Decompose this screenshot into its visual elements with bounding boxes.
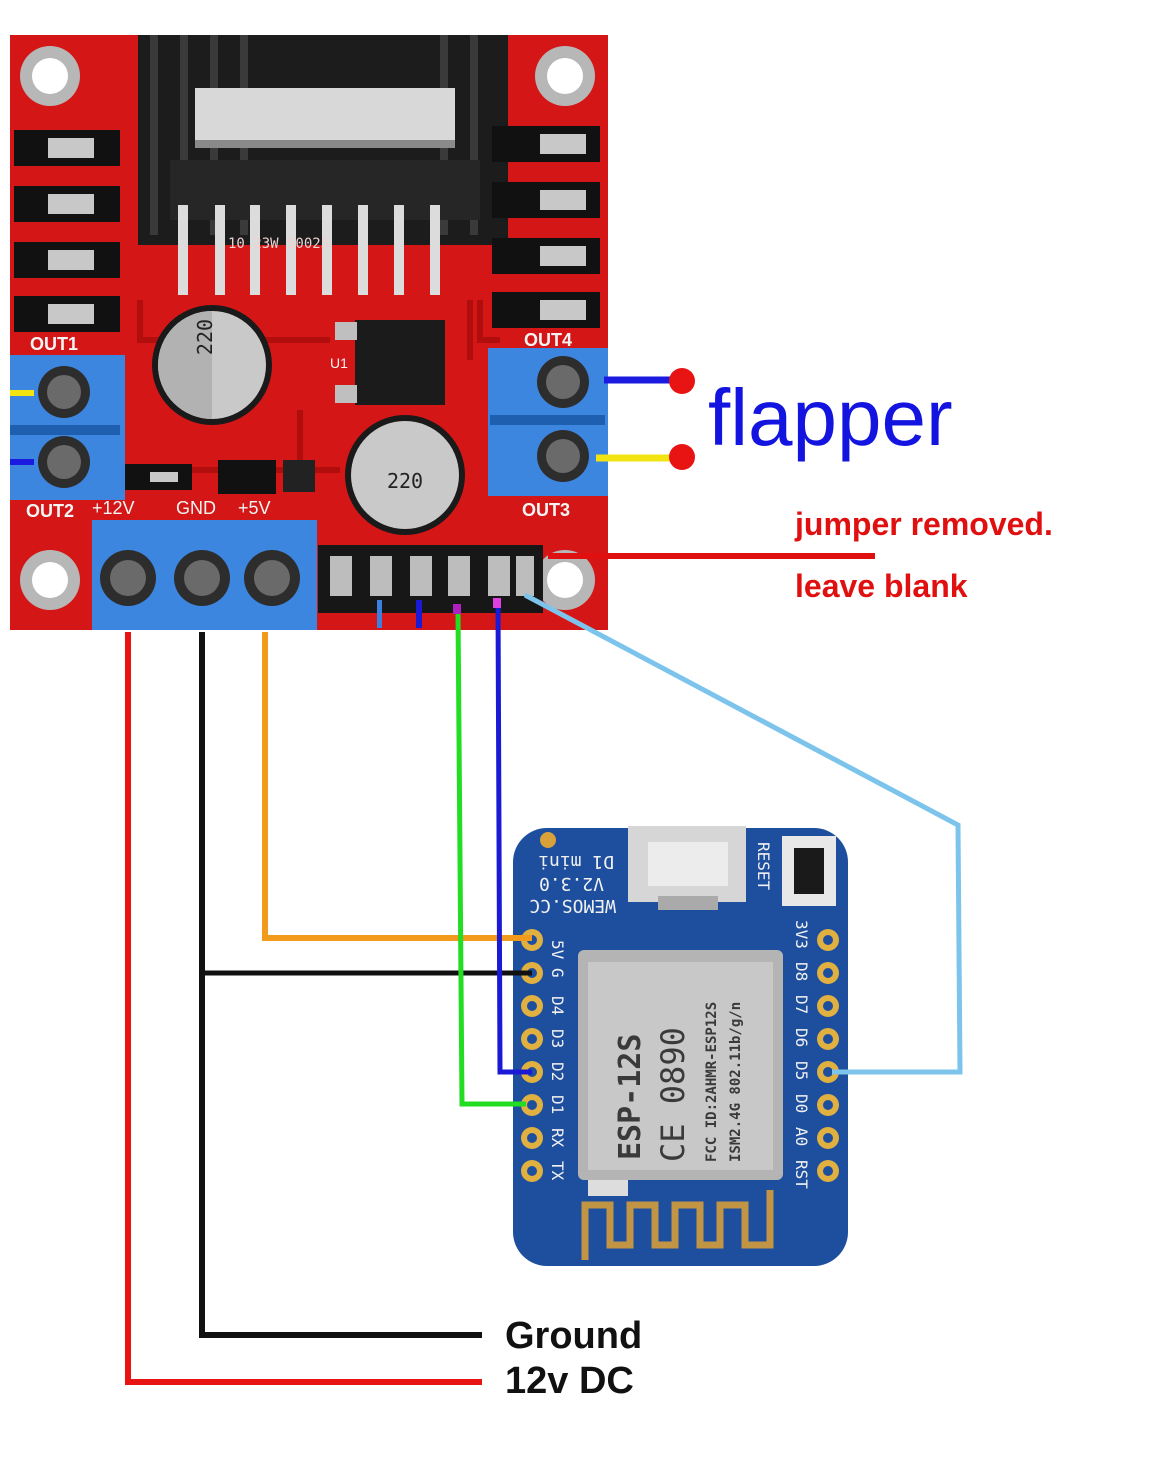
left-pin-headers <box>14 130 120 332</box>
capacitor-2: 220 <box>345 415 465 535</box>
esp12s-module: ESP-12S CE 0890 FCC ID:2AHMR-ESP12S ISM2… <box>578 950 783 1180</box>
input-header <box>318 545 543 613</box>
pin-rx: RX <box>548 1128 567 1148</box>
pin-d2: D2 <box>548 1062 567 1081</box>
d1-right-pins <box>817 929 839 1182</box>
chip-marking: 10 23W 50025 <box>228 236 329 252</box>
12v-dc-label: 12v DC <box>505 1360 634 1402</box>
label-5v: +5V <box>238 498 271 518</box>
wire-d1-to-in3 <box>455 611 526 1107</box>
d1-mini-board: WEMOS.CC V2.3.0 D1 mini RESET ESP-12S CE… <box>513 826 848 1266</box>
ground-label: Ground <box>505 1315 643 1357</box>
usb-port <box>628 826 746 910</box>
label-out4: OUT4 <box>524 330 572 350</box>
pin-d8: D8 <box>792 962 811 981</box>
label-gnd: GND <box>176 498 216 518</box>
power-led <box>283 460 315 492</box>
label-12v: +12V <box>92 498 135 518</box>
d1-right-pin-labels: 3V3 D8 D7 D6 D5 D0 A0 RST <box>792 920 811 1189</box>
pin-d1: D1 <box>548 1095 567 1114</box>
pin-3v3: 3V3 <box>792 920 811 949</box>
wire-12v-dc <box>125 632 482 1385</box>
l298n-board: 10 23W 50025 220 220 <box>10 35 608 630</box>
capacitor-2-value: 220 <box>387 469 423 493</box>
mounting-holes <box>20 46 595 610</box>
label-out2: OUT2 <box>26 501 74 521</box>
wire-5v <box>262 632 532 941</box>
terminal-out3-out4 <box>488 348 608 496</box>
terminal-out1-out2 <box>10 355 125 500</box>
l298n-chip-legs <box>178 205 440 295</box>
d1-reset-label: RESET <box>754 842 773 891</box>
wire-ground <box>199 632 482 1338</box>
esp12s-name: ESP-12S <box>613 1034 648 1160</box>
capacitor-1-value: 220 <box>193 319 217 355</box>
terminal-power <box>92 520 317 630</box>
pin-g: G <box>548 968 567 978</box>
pin-d6: D6 <box>792 1028 811 1047</box>
pin-rst: RST <box>792 1160 811 1189</box>
d1-model: D1 mini <box>538 851 614 872</box>
esp12s-ce: CE 0890 <box>654 1027 692 1162</box>
pin-d0: D0 <box>792 1094 811 1113</box>
d1-left-pin-labels: 5V G D4 D3 D2 D1 RX TX <box>548 940 567 1181</box>
label-out1: OUT1 <box>30 334 78 354</box>
pin-5v: 5V <box>548 940 567 960</box>
regulator-label: U1 <box>330 355 348 371</box>
flapper-terminal-1 <box>669 368 695 394</box>
d1-brand: WEMOS.CC <box>529 895 616 916</box>
pin-d4: D4 <box>548 996 567 1015</box>
pin-a0: A0 <box>792 1127 811 1146</box>
pin-d3: D3 <box>548 1029 567 1048</box>
leave-blank-label: leave blank <box>795 568 968 604</box>
label-out3: OUT3 <box>522 500 570 520</box>
pin-tx: TX <box>548 1161 567 1181</box>
esp12s-fcc: FCC ID:2AHMR-ESP12S <box>704 1002 720 1162</box>
wires <box>10 368 963 1385</box>
right-pin-headers <box>492 126 600 328</box>
pin-d7: D7 <box>792 995 811 1014</box>
wire-d5-to-ena <box>523 592 963 1075</box>
pcb-antenna <box>581 1190 774 1260</box>
wire-d2-to-in4 <box>495 599 532 1075</box>
flapper-label: flapper <box>708 373 953 462</box>
voltage-regulator: U1 <box>330 320 445 405</box>
reset-button[interactable] <box>782 836 836 906</box>
pin-d5: D5 <box>792 1061 811 1080</box>
capacitor-1: 220 <box>152 305 272 425</box>
flapper-terminal-2 <box>669 444 695 470</box>
jumper-removed-label: jumper removed. <box>795 506 1053 542</box>
esp12s-ism: ISM2.4G 802.11b/g/n <box>728 1002 744 1162</box>
d1-version: V2.3.0 <box>539 873 604 894</box>
smd-component <box>218 460 276 494</box>
